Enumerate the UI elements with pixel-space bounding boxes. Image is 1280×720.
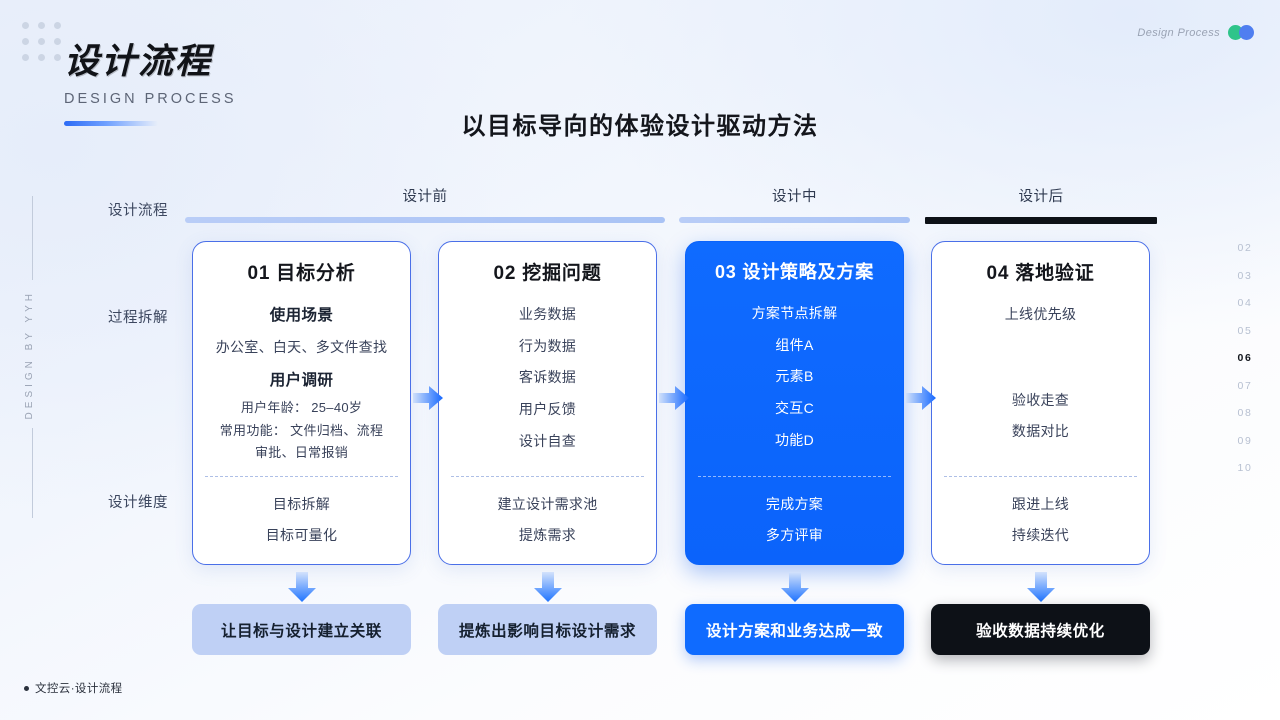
card-title: 04 落地验证 bbox=[986, 263, 1095, 284]
card-subheading: 使用场景 bbox=[269, 307, 334, 324]
stage-card-04[interactable]: 04 落地验证上线优先级验收走查数据对比跟进上线持续迭代 bbox=[931, 241, 1150, 565]
card-title: 03 设计策略及方案 bbox=[714, 262, 875, 282]
stage-card-02[interactable]: 02 挖掘问题业务数据行为数据客诉数据用户反馈设计自查建立设计需求池提炼需求 bbox=[438, 241, 657, 565]
card-line: 设计自查 bbox=[518, 432, 577, 449]
brand-block: 设计流程 DESIGN PROCESS bbox=[64, 44, 237, 126]
card-footer-line: 完成方案 bbox=[765, 495, 824, 512]
page-number-item[interactable]: 06 bbox=[1237, 352, 1253, 364]
outcome-pill-02[interactable]: 提炼出影响目标设计需求 bbox=[438, 604, 657, 655]
card-line: 验收走查 bbox=[1011, 391, 1070, 408]
page-number-item[interactable]: 09 bbox=[1237, 434, 1253, 447]
rail-vertical-text: DESIGN BY YYH bbox=[24, 290, 35, 420]
corner-tag: Design Process bbox=[1137, 25, 1258, 40]
page-number-item[interactable]: 02 bbox=[1237, 242, 1253, 254]
card-divider bbox=[944, 475, 1137, 477]
left-rail bbox=[32, 196, 34, 518]
phase-label: 设计前 bbox=[402, 189, 448, 205]
page-number-item[interactable]: 10 bbox=[1237, 462, 1253, 474]
card-line: 用户年龄： 25–40岁 bbox=[240, 399, 363, 415]
card-line: 元素B bbox=[775, 368, 814, 385]
phase-bar bbox=[185, 217, 665, 223]
arrow-right-icon bbox=[906, 384, 936, 412]
stage-card-03[interactable]: 03 设计策略及方案方案节点拆解组件A 元素B 交互C 功能D 完成方案多方评审 bbox=[685, 241, 904, 565]
card-line: 方案节点拆解 bbox=[751, 305, 838, 321]
footer-label: 文控云·设计流程 bbox=[35, 683, 123, 695]
arrow-down-icon bbox=[533, 572, 563, 602]
phase-after: 设计后 bbox=[925, 185, 1157, 224]
card-line: 交互C bbox=[774, 400, 814, 417]
card-footer-line: 跟进上线 bbox=[1011, 495, 1070, 512]
card-line: 行为数据 bbox=[518, 337, 577, 354]
phase-bar bbox=[925, 217, 1157, 224]
card-line: 上线优先级 bbox=[1004, 306, 1077, 322]
page-subtitle: DESIGN PROCESS bbox=[64, 90, 237, 107]
card-line: 数据对比 bbox=[1011, 423, 1070, 440]
page-number-item[interactable]: 04 bbox=[1237, 297, 1253, 309]
card-footer-line: 多方评审 bbox=[765, 527, 824, 544]
phase-during: 设计中 bbox=[679, 185, 910, 223]
footer: 文控云·设计流程 bbox=[24, 680, 123, 696]
page-title: 设计流程 bbox=[64, 42, 213, 82]
stage-card-01[interactable]: 01 目标分析使用场景办公室、白天、多文件查找用户调研用户年龄： 25–40岁常… bbox=[192, 241, 411, 565]
bullet-icon bbox=[24, 685, 29, 691]
card-line: 功能D bbox=[774, 431, 814, 448]
phase-before: 设计前 bbox=[185, 185, 665, 223]
card-line: 客诉数据 bbox=[518, 369, 577, 386]
page-number-item[interactable]: 07 bbox=[1237, 379, 1253, 392]
phase-bar bbox=[679, 217, 910, 223]
card-footer-line: 建立设计需求池 bbox=[497, 495, 598, 512]
outcome-pill-03[interactable]: 设计方案和业务达成一致 bbox=[685, 604, 904, 655]
arrow-right-icon bbox=[659, 384, 689, 412]
page-number-item[interactable]: 08 bbox=[1237, 407, 1253, 419]
card-subheading: 用户调研 bbox=[269, 371, 334, 389]
card-divider bbox=[698, 475, 891, 477]
outcome-pill-04[interactable]: 验收数据持续优化 bbox=[931, 604, 1150, 655]
card-footer-line: 提炼需求 bbox=[518, 527, 577, 544]
phase-label: 设计后 bbox=[1018, 189, 1064, 205]
dot-grid-decoration bbox=[22, 22, 62, 62]
arrow-right-icon bbox=[413, 384, 443, 412]
card-footer-line: 目标可量化 bbox=[265, 527, 338, 544]
page-number-item[interactable]: 05 bbox=[1237, 324, 1253, 337]
card-title: 01 目标分析 bbox=[247, 263, 356, 284]
row-label-flow: 设计流程 bbox=[108, 203, 168, 219]
headline: 以目标导向的体验设计驱动方法 bbox=[461, 113, 819, 140]
card-line: 用户反馈 bbox=[518, 401, 577, 418]
card-footer-line: 目标拆解 bbox=[272, 495, 331, 512]
title-underline-rule bbox=[64, 120, 158, 126]
phase-label: 设计中 bbox=[772, 189, 817, 205]
page-number-list[interactable]: 02 03 04 05 06 07 08 09 10 bbox=[1232, 243, 1258, 491]
arrow-down-icon bbox=[1026, 572, 1056, 602]
card-line: 常用功能： 文件归档、流程 bbox=[219, 422, 384, 438]
card-line: 组件A bbox=[775, 336, 814, 353]
card-line: 审批、日常报销 bbox=[254, 445, 349, 461]
card-divider bbox=[205, 475, 398, 477]
card-line: 业务数据 bbox=[518, 306, 577, 322]
row-label-breakdown: 过程拆解 bbox=[108, 310, 168, 326]
corner-tag-label: Design Process bbox=[1137, 26, 1220, 39]
page-number-item[interactable]: 03 bbox=[1237, 269, 1253, 282]
card-title: 02 挖掘问题 bbox=[493, 263, 602, 284]
arrow-down-icon bbox=[287, 572, 317, 602]
two-circles-icon bbox=[1228, 25, 1258, 40]
arrow-down-icon bbox=[780, 572, 810, 602]
outcome-pill-01[interactable]: 让目标与设计建立关联 bbox=[192, 604, 411, 655]
card-footer-line: 持续迭代 bbox=[1011, 527, 1070, 544]
card-divider bbox=[451, 475, 644, 477]
card-line: 办公室、白天、多文件查找 bbox=[215, 339, 388, 355]
row-label-dimension: 设计维度 bbox=[108, 495, 168, 511]
